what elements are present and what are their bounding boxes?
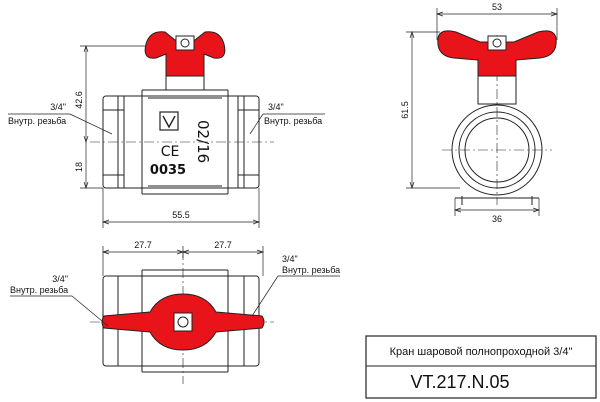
dim-height-top: 42.6 bbox=[74, 91, 84, 109]
dim-height: 61.5 bbox=[400, 101, 410, 119]
dim-width: 53 bbox=[492, 2, 502, 12]
front-port-left-size: 3/4" bbox=[50, 102, 66, 112]
title-block bbox=[365, 335, 597, 399]
ce-mark-icon: CE bbox=[161, 144, 180, 160]
front-hex-body bbox=[141, 89, 229, 195]
front-port-right-size: 3/4" bbox=[268, 102, 284, 112]
title-code: VT.217.N.05 bbox=[410, 372, 509, 392]
dim-right-half: 27.7 bbox=[214, 240, 232, 250]
vt-logo-icon bbox=[159, 111, 179, 131]
front-butterfly-handle[interactable] bbox=[144, 31, 226, 77]
top-port-right-size: 3/4" bbox=[282, 254, 298, 264]
front-port-left-thread: Внутр. резьба bbox=[8, 116, 66, 126]
body-marking-pressure: 02/16 bbox=[194, 120, 212, 163]
title-description: Кран шаровой полнопроходной 3/4" bbox=[390, 346, 573, 358]
dim-hex: 36 bbox=[492, 214, 502, 224]
top-port-left-size: 3/4" bbox=[52, 274, 68, 284]
top-port-right-thread: Внутр. резьба bbox=[282, 265, 340, 275]
top-stem-nut bbox=[173, 312, 193, 332]
top-port-left-thread: Внутр. резьба bbox=[10, 285, 68, 295]
dim-length: 55.5 bbox=[172, 210, 190, 220]
front-stem-nut bbox=[175, 35, 195, 51]
side-butterfly-handle[interactable] bbox=[437, 30, 557, 77]
front-port-right-thread: Внутр. резьба bbox=[264, 116, 322, 126]
dim-left-half: 27.7 bbox=[134, 240, 152, 250]
dim-height-bottom: 18 bbox=[74, 162, 84, 172]
body-marking-number: 0035 bbox=[150, 163, 186, 178]
